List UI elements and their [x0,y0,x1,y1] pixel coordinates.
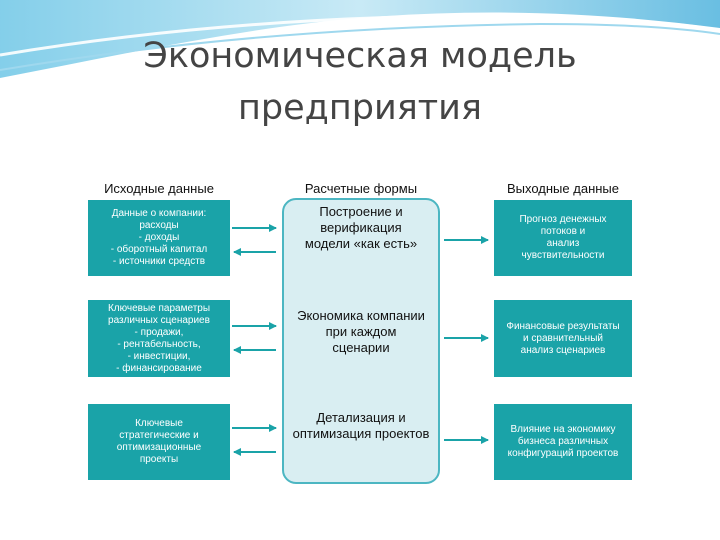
box-line: - финансирование [116,362,202,374]
calc-line: Построение и [319,204,403,219]
input-box-company-data: Данные о компании: расходы - доходы - об… [88,200,230,276]
box-line: - источники средств [112,256,206,267]
slide-title: Экономическая модель предприятия [0,30,720,134]
title-line-1: Экономическая модель [143,36,577,76]
calc-line: при каждом [325,324,397,339]
calc-line: модели «как есть» [304,236,418,251]
box-line: чувствительности [521,250,605,261]
box-line: проекты [139,454,179,465]
box-line: Прогноз денежных [519,214,607,225]
output-box-project-impact: Влияние на экономику бизнеса различных к… [494,404,632,480]
input-box-strategic-projects: Ключевые стратегические и оптимизационны… [88,404,230,480]
calc-forms-panel [282,198,440,484]
box-line: оптимизационные [116,442,202,453]
box-line: Ключевые [135,418,183,429]
box-line: бизнеса различных [517,436,609,447]
calc-line: Детализация и [316,410,406,425]
input-column-header: Исходные данные [104,181,214,196]
input-box-scenario-params: Ключевые параметры различных сценариев -… [88,300,230,377]
calc-column-header: Расчетные формы [304,181,418,196]
box-line: Финансовые результаты [506,320,620,332]
calc-line: Экономика компании [297,308,425,323]
box-line: Данные о компании: [111,208,207,219]
box-line: анализ сценариев [520,344,606,356]
calc-line: оптимизация проектов [292,426,430,441]
box-line: - оборотный капитал [110,244,208,255]
calc-item-build-model: Построение и верификация модели «как ест… [282,204,440,252]
box-line: - рентабельность, [117,338,201,350]
header-swoosh [0,0,720,78]
calc-line: верификация [320,220,402,235]
calc-item-scenario-economics: Экономика компании при каждом сценарии [282,308,440,356]
box-line: Ключевые параметры [107,302,211,314]
box-line: расходы [139,220,179,231]
box-line: конфигураций проектов [507,448,619,459]
box-line: - доходы [138,232,180,243]
box-line: анализ [546,238,580,249]
box-line: и сравнительный [523,332,603,344]
output-column-header: Выходные данные [506,181,619,196]
box-line: Влияние на экономику [510,424,616,435]
box-line: различных сценариев [108,314,210,326]
box-line: стратегические и [119,430,199,441]
box-line: - инвестиции, [127,350,191,362]
output-box-cashflow-forecast: Прогноз денежных потоков и анализ чувств… [494,200,632,276]
calc-item-project-detailing: Детализация и оптимизация проектов [282,410,440,442]
box-line: потоков и [540,226,586,237]
title-line-2: предприятия [238,88,482,128]
calc-line: сценарии [332,340,390,355]
box-line: - продажи, [134,326,184,338]
output-box-financial-results: Финансовые результаты и сравнительный ан… [494,300,632,377]
